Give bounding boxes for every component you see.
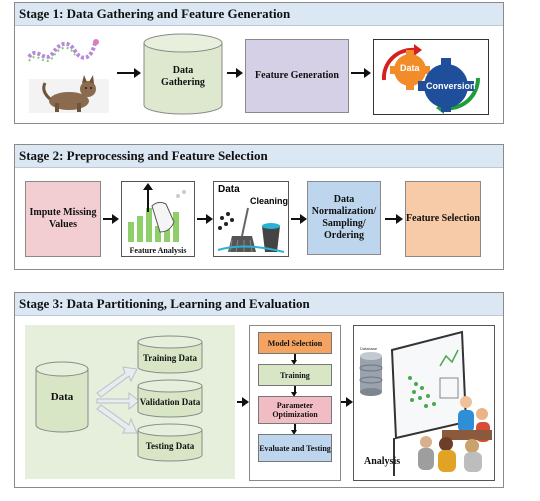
down-arrow-2 (291, 386, 297, 397)
arrow-4 (103, 214, 119, 224)
stage1-title: Stage 1: Data Gathering and Feature Gene… (15, 3, 503, 26)
stage1-panel: Stage 1: Data Gathering and Feature Gene… (14, 2, 504, 124)
testing-data-cylinder: Testing Data (137, 423, 203, 463)
evaluate-testing-step: Evaluate and Testing (258, 434, 332, 462)
validation-data-cylinder: Validation Data (137, 379, 203, 419)
cleaning-data-label: Data (218, 184, 240, 195)
impute-missing-values-box: Impute Missing Values (25, 181, 101, 257)
data-normalization-box: Data Normalization/ Sampling/ Ordering (307, 181, 381, 255)
gear-conversion-label: Conversion (426, 81, 476, 91)
database-label: Database (360, 346, 378, 351)
arrow-2 (227, 68, 243, 78)
analysis-label: Analysis (364, 456, 401, 467)
arrow-7 (385, 214, 403, 224)
validation-data-label: Validation Data (139, 397, 201, 407)
stage2-panel: Stage 2: Preprocessing and Feature Selec… (14, 144, 504, 270)
training-step: Training (258, 364, 332, 386)
parameter-optimization-step: Parameter Optimization (258, 396, 332, 424)
data-cylinder: Data (35, 361, 89, 433)
gear-conversion-image: Data Conversion (373, 39, 489, 115)
feature-analysis-label: Feature Analysis (129, 246, 187, 255)
snake-cat-image (25, 31, 111, 115)
stage3-panel: Stage 3: Data Partitioning, Learning and… (14, 292, 504, 488)
analysis-image: Database Analysis (353, 325, 495, 481)
stage2-title: Stage 2: Preprocessing and Feature Selec… (15, 145, 503, 168)
training-data-label: Training Data (142, 353, 198, 363)
stage3-title: Stage 3: Data Partitioning, Learning and… (15, 293, 503, 316)
data-cylinder-label: Data (50, 391, 74, 403)
feature-selection-box: Feature Selection (405, 181, 481, 257)
cleaning-label: Cleaning (250, 196, 289, 206)
feature-generation-box: Feature Generation (245, 39, 349, 113)
arrow-3 (351, 68, 371, 78)
arrow-8 (237, 397, 249, 407)
arrow-1 (117, 68, 141, 78)
down-arrow-1 (291, 354, 297, 365)
training-data-cylinder: Training Data (137, 335, 203, 375)
testing-data-label: Testing Data (145, 441, 195, 451)
arrow-9 (341, 397, 353, 407)
arrow-6 (291, 214, 307, 224)
data-gathering-cylinder: Data Gathering (143, 33, 223, 115)
gear-data-label: Data (400, 63, 420, 73)
model-selection-step: Model Selection (258, 332, 332, 354)
split-arrows (96, 366, 139, 434)
data-cleaning-image: Data Cleaning (213, 181, 289, 257)
learning-pipeline: Model Selection Training Parameter Optim… (249, 325, 341, 481)
arrow-5 (197, 214, 213, 224)
down-arrow-3 (291, 424, 297, 435)
feature-analysis-image: Feature Analysis (121, 181, 195, 257)
data-gathering-label: Data Gathering (161, 65, 205, 88)
